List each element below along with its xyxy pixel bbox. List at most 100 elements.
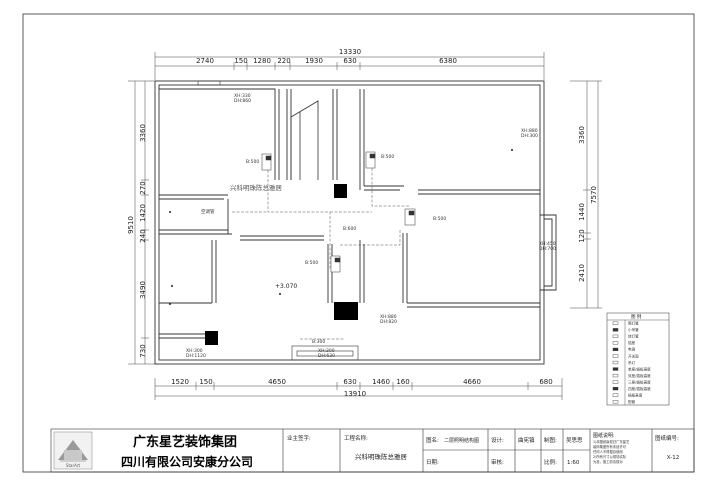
- b500-label-c: B:500: [433, 216, 446, 222]
- bottom-dimensions: [154, 378, 563, 400]
- legend-item-label: 电源: [628, 347, 636, 352]
- level-label: +3.070: [275, 283, 297, 290]
- aircon-label: 空调管: [201, 208, 215, 215]
- company-name-line1: 广东星艺装饰集团: [133, 434, 237, 450]
- left-dim-6: 730: [139, 344, 147, 357]
- column-bottom-center: [334, 302, 358, 320]
- legend-symbol: [612, 400, 619, 404]
- overlay-project-name: 兴科明珠陈总雅居: [230, 183, 283, 192]
- walls: [154, 80, 557, 365]
- legend-symbol: [612, 321, 619, 325]
- audit-label: 审核:: [491, 458, 504, 466]
- legend-item-label: 开关面: [628, 353, 639, 358]
- legend-symbol: [612, 347, 619, 352]
- top-dimensions: [154, 52, 545, 80]
- note-line-5: 为准，施工前请核对: [593, 459, 623, 464]
- scale-value: 1:60: [567, 460, 580, 466]
- sheet-number-label: 图纸编号:: [655, 434, 679, 442]
- left-dim-1: 3360: [139, 124, 147, 142]
- legend-item-label: 配套: [628, 399, 636, 404]
- legend-item-label: 单座/插板高度: [628, 366, 651, 371]
- bottom-total-dim: 13910: [344, 390, 366, 398]
- left-dim-3: 1420: [139, 204, 147, 222]
- left-dim-2: 270: [139, 181, 147, 194]
- company-name-line2: 四川有限公司安康分公司: [121, 454, 253, 469]
- bottom-dim-4: 630: [343, 378, 356, 386]
- bottom-dim-8: 680: [539, 378, 552, 386]
- drafter-name: 吴思思: [566, 437, 583, 444]
- b600-label: B:600: [343, 226, 356, 232]
- note-line-4: 2)所有尺寸以现场实际: [593, 454, 627, 459]
- legend-symbol: [612, 393, 619, 397]
- note-line-1: 1)本图纸版权归广东星艺: [593, 439, 630, 444]
- note-line-3: 任何人不得擅自使用: [593, 449, 623, 454]
- bot-right-dh: DH:820: [380, 319, 397, 325]
- scale-label: 比例:: [544, 458, 557, 466]
- date-label: 日期:: [426, 459, 439, 466]
- switch-boxes: [261, 151, 416, 273]
- legend-item-label: 双座/插板高度: [628, 373, 651, 378]
- signature-label: 业主签字:: [287, 434, 311, 442]
- right-dim-4: 2410: [578, 264, 586, 282]
- legend-symbol: [612, 334, 619, 338]
- design-label: 设计:: [491, 436, 504, 444]
- top-total-dim: 13330: [339, 48, 361, 56]
- room-br-dh: DH:700: [539, 246, 556, 252]
- legend-symbol: [612, 360, 619, 365]
- legend-item-label: 插板高度: [628, 392, 643, 397]
- company-logo: [53, 431, 93, 470]
- left-dim-4: 240: [139, 229, 147, 242]
- right-dimensions: [570, 80, 602, 309]
- top-dim-5: 1930: [305, 57, 323, 65]
- wiring-runs: [232, 168, 410, 340]
- b500-label-a: B:500: [246, 159, 259, 165]
- left-total-dim: 9510: [127, 216, 135, 234]
- designer-name: 曲宪镇: [518, 436, 535, 444]
- room-tl-dh: DH:860: [234, 98, 251, 104]
- legend-title: 图 例: [631, 313, 642, 320]
- room-bl-xh: XH:300: [186, 348, 203, 354]
- bot-right-xh: XH:880: [380, 314, 397, 320]
- legend-symbol: [612, 380, 619, 384]
- legend-symbol: [612, 341, 619, 345]
- bottom-dim-5: 1460: [372, 378, 390, 386]
- fixture-dots: [169, 149, 513, 305]
- right-dim-2: 1440: [578, 203, 586, 221]
- legend-symbol: [612, 387, 619, 391]
- sheet-frame: [22, 13, 695, 473]
- legend-items: 筒灯管小吊管转灯管插座电源开关面吊灯单座/插板高度双座/插板高度三座/插板高度四…: [612, 321, 651, 404]
- mid-bottom-xh: XH:300: [318, 348, 335, 354]
- b500-label-d: B:500: [305, 260, 318, 266]
- legend-item-label: 三座/插板高度: [628, 379, 651, 384]
- top-dim-6: 630: [343, 57, 356, 65]
- right-dim-3: 120: [578, 229, 586, 242]
- legend-symbol: [612, 328, 619, 332]
- bottom-dim-2: 150: [199, 378, 212, 386]
- left-dimensions: [128, 80, 158, 365]
- bottom-dim-6: 160: [396, 378, 409, 386]
- room-bl-dh: DH:1120: [186, 353, 206, 359]
- top-dim-2: 150: [234, 57, 247, 65]
- stair-outline: [290, 100, 319, 180]
- windows: [197, 80, 359, 361]
- top-dim-4: 220: [277, 57, 290, 65]
- room-tr-xh: XH:880: [521, 128, 538, 134]
- drawing-name: 二层照明结构图: [444, 437, 479, 444]
- legend-symbol: [612, 354, 619, 358]
- room-tr-dh: DH:300: [521, 133, 538, 139]
- column-bottom-left: [205, 331, 218, 345]
- mid-bottom-dh: DH:630: [318, 353, 335, 359]
- legend-symbol: [612, 373, 619, 378]
- top-dim-1: 2740: [196, 57, 214, 65]
- room-tl-xh: XH:330: [234, 93, 251, 99]
- column-top-center: [334, 184, 347, 198]
- bottom-dim-1: 1520: [171, 378, 189, 386]
- right-total-dim: 7570: [590, 186, 598, 204]
- left-dim-5: 3490: [139, 281, 147, 299]
- sheet-number: X-12: [667, 455, 679, 461]
- notes-title: 图纸说明:: [593, 432, 615, 439]
- right-dim-1: 3360: [578, 126, 586, 144]
- b300-label: B:300: [312, 339, 325, 345]
- legend-item-label: 插座: [628, 340, 636, 345]
- legend-item-label: 转灯管: [628, 334, 639, 339]
